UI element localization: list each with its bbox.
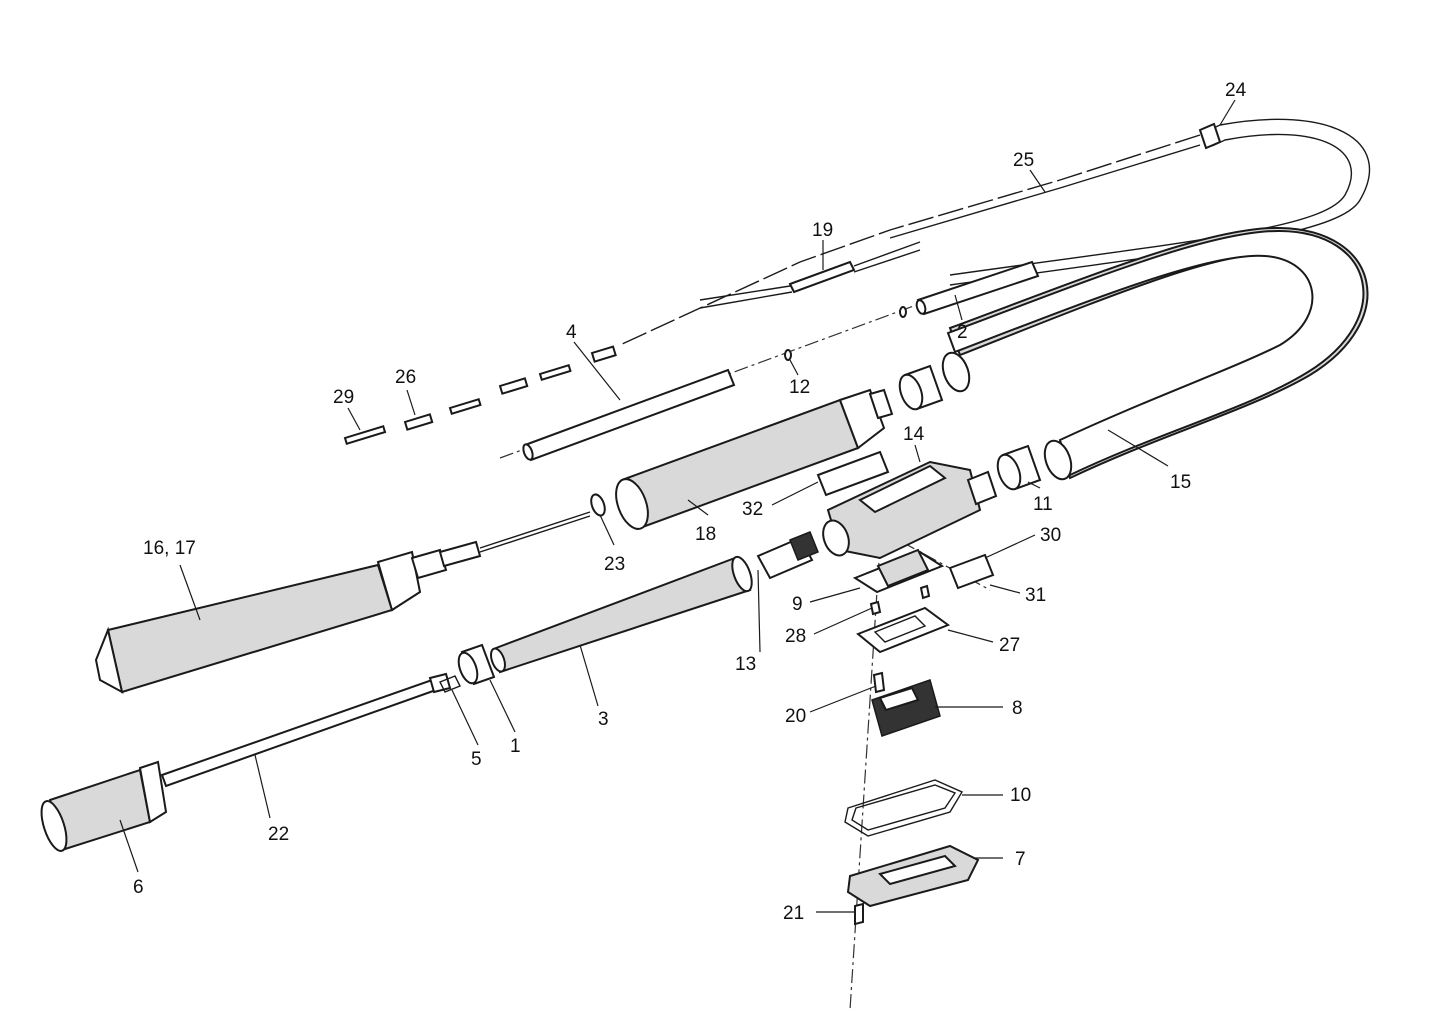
part-4-rod xyxy=(522,368,736,462)
callout-26: 26 xyxy=(395,367,416,388)
callout-20: 20 xyxy=(785,706,806,727)
callout-1: 1 xyxy=(510,736,521,757)
callout-32: 32 xyxy=(742,499,763,520)
part-18-housing-tube xyxy=(615,388,894,530)
callout-2: 2 xyxy=(957,322,968,343)
callout-18: 18 xyxy=(695,524,716,545)
part-9-plate xyxy=(852,548,945,594)
callout-23: 23 xyxy=(604,554,625,575)
part-32-label xyxy=(816,450,890,497)
callout-25: 25 xyxy=(1013,150,1034,171)
callout-8: 8 xyxy=(1012,698,1023,719)
callout-19: 19 xyxy=(812,220,833,241)
part-25-cable xyxy=(619,134,1201,346)
callout-29: 29 xyxy=(333,387,354,408)
part-8-switch xyxy=(871,679,941,737)
callout-31: 31 xyxy=(1025,585,1046,606)
part-23-o-ring xyxy=(590,493,606,517)
callout-11: 11 xyxy=(1033,494,1053,515)
callout-7: 7 xyxy=(1015,849,1026,870)
part-22-cable-and-6-plug xyxy=(40,672,452,852)
part-27-plate xyxy=(856,606,951,654)
parts-28-20-21-screws xyxy=(854,584,931,926)
callout-4: 4 xyxy=(566,322,577,343)
part-10-gasket xyxy=(844,779,964,837)
part-13-coupling xyxy=(756,531,819,580)
part-1-ring xyxy=(457,643,496,686)
callout-12: 12 xyxy=(789,377,810,398)
part-19-connector xyxy=(699,241,921,309)
part-2-rod xyxy=(915,260,1040,316)
callout-28: 28 xyxy=(785,626,806,647)
part-30-label xyxy=(948,553,995,590)
callout-10: 10 xyxy=(1010,785,1031,806)
part-11-rings xyxy=(898,364,1042,491)
part-7-cover xyxy=(846,844,980,908)
callout-9: 9 xyxy=(792,594,803,615)
part-14-switch-housing xyxy=(822,460,998,560)
part-12-ring xyxy=(784,306,907,361)
callout-13: 13 xyxy=(735,654,756,675)
callout-5: 5 xyxy=(471,749,482,770)
callout-22: 22 xyxy=(268,824,289,845)
part-3-tapered-sleeve xyxy=(490,555,753,674)
part-15-hose xyxy=(941,226,1369,481)
callout-27: 27 xyxy=(999,635,1020,656)
callout-21: 21 xyxy=(783,903,804,924)
callout-15: 15 xyxy=(1170,472,1191,493)
part-16-17-vibrator-head xyxy=(94,511,591,694)
callout-24: 24 xyxy=(1225,80,1247,101)
callout-6: 6 xyxy=(133,877,144,898)
callout-3: 3 xyxy=(598,709,609,730)
leader-lines xyxy=(119,99,1236,913)
parts-26-29-pins xyxy=(343,345,617,445)
callout-14: 14 xyxy=(903,424,925,445)
callout-labels: 24 25 19 2 4 12 26 29 14 15 11 32 18 23 … xyxy=(133,80,1247,924)
callout-30: 30 xyxy=(1040,525,1061,546)
callout-16-17: 16, 17 xyxy=(143,538,196,559)
part-5-clip xyxy=(439,675,461,693)
